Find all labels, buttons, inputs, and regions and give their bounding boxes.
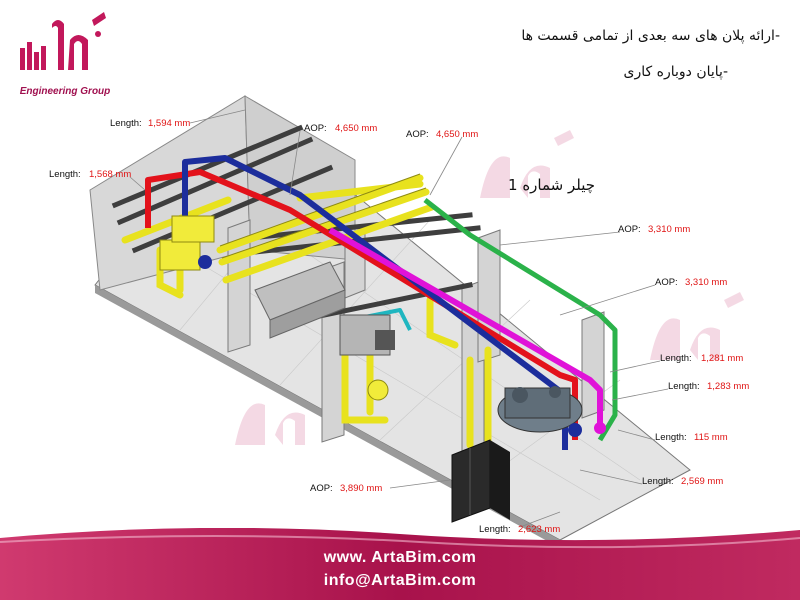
dimension-label: Length: 1,283 mm — [611, 381, 749, 401]
dimension-value: 1,281 mm — [701, 353, 743, 364]
dimension-label: Length: 1,594 mm — [110, 109, 246, 129]
dimension-label: Length: 1,568 mm — [49, 169, 146, 191]
electrical-panels — [451, 439, 510, 523]
dimension-label-text: AOP: — [406, 129, 429, 140]
dimension-value: 1,283 mm — [707, 381, 749, 392]
dimension-label: AOP: 3,310 mm — [559, 277, 727, 316]
dimension-label: Length: 1,281 mm — [609, 353, 743, 373]
dimension-label-text: AOP: — [304, 123, 327, 134]
chiller-unit-2 — [339, 314, 395, 401]
pump-group-left — [159, 215, 215, 271]
drain-pipe — [423, 198, 618, 442]
dimension-label-text: Length: — [49, 169, 81, 180]
chilled-water-pipes — [121, 174, 492, 449]
dimension-label-text: Length: — [668, 381, 700, 392]
chiller-unit-main — [497, 386, 606, 437]
dimension-label: AOP: 4,650 mm — [289, 123, 377, 196]
dimension-labels: Length: 1,594 mm Length: 1,568 mm AOP: 4… — [49, 109, 749, 535]
dimension-label: Length: 2,623 mm — [479, 511, 560, 535]
dimension-label: Length: 115 mm — [617, 429, 728, 443]
footer-banner — [0, 528, 800, 600]
dimension-value: 3,310 mm — [648, 224, 690, 235]
arta-logo-icon — [20, 12, 106, 70]
footer-website-link[interactable]: www. ArtaBim.com — [323, 549, 477, 566]
condenser-pipe — [328, 227, 603, 430]
brand-tagline: Engineering Group — [19, 86, 111, 97]
dimension-value: 4,650 mm — [436, 129, 478, 140]
dimension-value: 2,623 mm — [518, 524, 560, 535]
dimension-value: 1,568 mm — [89, 169, 131, 180]
dimension-label-text: Length: — [642, 476, 674, 487]
dimension-label-text: Length: — [479, 524, 511, 535]
footer-email-link[interactable]: info@ArtaBim.com — [323, 572, 477, 589]
dimension-value: 3,310 mm — [685, 277, 727, 288]
brand-logo: Engineering Group — [10, 8, 110, 98]
dimension-label: AOP: 4,650 mm — [406, 129, 478, 196]
chiller-title: چیلر شماره 1 — [508, 176, 596, 194]
dimension-value: 2,569 mm — [681, 476, 723, 487]
dimension-label-text: Length: — [655, 432, 687, 443]
dimension-label-text: AOP: — [310, 483, 333, 494]
dimension-value: 3,890 mm — [340, 483, 382, 494]
supply-pipe — [145, 169, 578, 440]
dimension-value: 115 mm — [694, 432, 728, 443]
dimension-label-text: Length: — [110, 118, 142, 129]
dimension-label-text: AOP: — [655, 277, 678, 288]
dimension-label-text: AOP: — [618, 224, 641, 235]
dimension-label: AOP: 3,890 mm — [310, 479, 451, 494]
feature-note-no-rework: -پایان دوباره کاری — [623, 64, 728, 80]
dimension-value: 4,650 mm — [335, 123, 377, 134]
dimension-label: Length: 2,569 mm — [579, 469, 723, 487]
dimension-label-text: Length: — [660, 353, 692, 364]
feature-note-3d-plans: -ارائه پلان های سه بعدی از تمامی قسمت ها — [521, 28, 780, 44]
chiller-unit-1 — [254, 261, 346, 339]
dimension-value: 1,594 mm — [148, 118, 190, 129]
dimension-label: AOP: 3,310 mm — [499, 224, 690, 246]
